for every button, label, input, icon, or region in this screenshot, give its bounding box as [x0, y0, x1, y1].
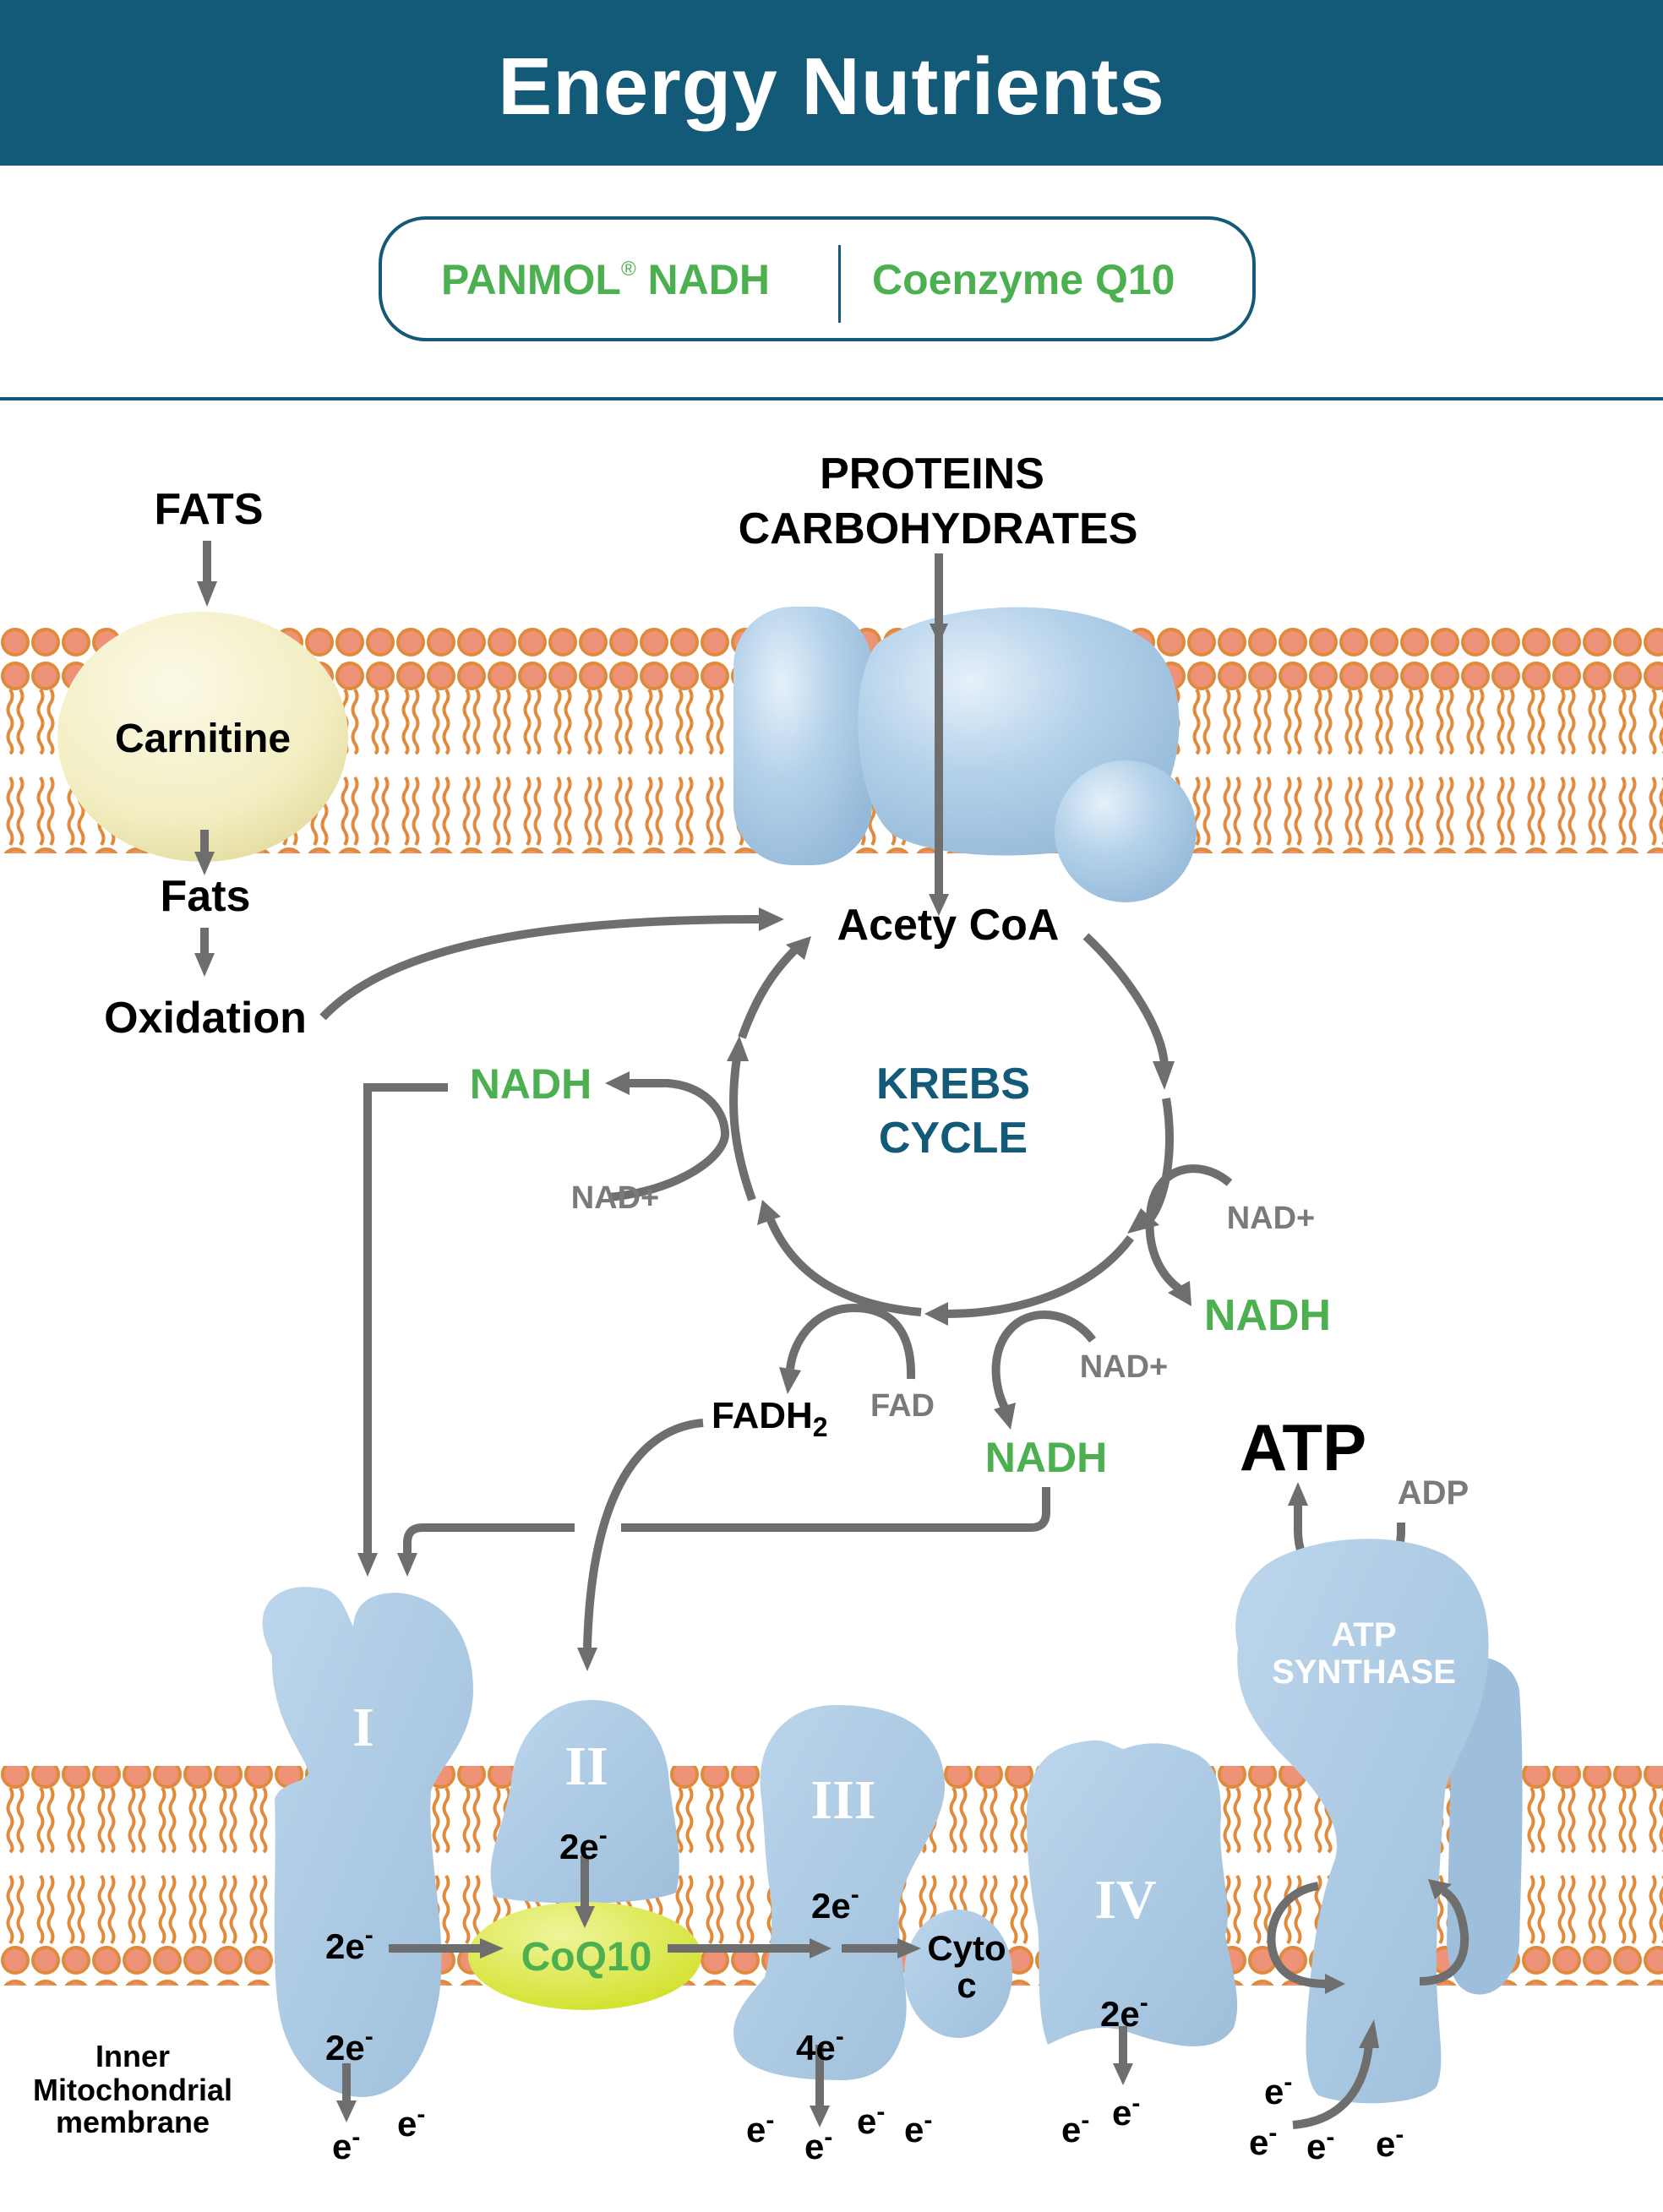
- nad-plus-bottom-label: NAD+: [1080, 1349, 1169, 1385]
- nutrient-pill: PANMOL® NADH Coenzyme Q10: [379, 216, 1256, 341]
- membrane-transport-protein: [733, 607, 1197, 902]
- coq10-to-complex-iii-arrow: [668, 1938, 832, 1959]
- complex-iii: [733, 1705, 946, 2080]
- fats-label: Fats: [161, 872, 251, 921]
- electron-e: e-: [1306, 2123, 1334, 2166]
- electron-e: e-: [857, 2098, 885, 2141]
- atp-synthase-label-line1: ATP: [1331, 1616, 1396, 1654]
- krebs-title-line2: CYCLE: [879, 1114, 1028, 1163]
- membrane-label-line1: Inner: [95, 2039, 170, 2073]
- electron-e: e-: [1249, 2119, 1277, 2162]
- cytochrome-c: [904, 1910, 1012, 2038]
- nad-plus-right-label: NAD+: [1227, 1201, 1316, 1236]
- cyto-label-line1: Cyto: [927, 1928, 1006, 1968]
- complex-iv-label: IV: [1094, 1869, 1156, 1931]
- header-banner: Energy Nutrients: [0, 0, 1663, 166]
- membrane-label-line2: Mitochondrial: [33, 2073, 232, 2107]
- fad-label: FAD: [870, 1388, 935, 1424]
- atp-synthase-label-line2: SYNTHASE: [1272, 1654, 1456, 1691]
- coq10-carrier: [468, 1902, 701, 2010]
- electron-e: e-: [397, 2100, 425, 2144]
- page-title: Energy Nutrients: [498, 41, 1165, 132]
- complex-iv: [1027, 1740, 1238, 2046]
- adp-label: ADP: [1398, 1474, 1469, 1512]
- nad-to-nadh-bottom-arrow: [991, 1310, 1097, 1430]
- acetyl-coa-label: Acety CoA: [837, 901, 1060, 950]
- fad-to-fadh2-arrow: [779, 1303, 916, 1394]
- membrane-label-line3: membrane: [56, 2105, 210, 2139]
- electron-e: e-: [1112, 2089, 1140, 2133]
- complex-ii-to-coq10-arrow: [575, 1855, 595, 1928]
- panmol-nadh-label: PANMOL® NADH: [441, 256, 770, 303]
- electron-e: e-: [904, 2106, 932, 2149]
- coq10-label: CoQ10: [521, 1935, 652, 1980]
- atp-synthase: [1235, 1539, 1523, 2104]
- section-divider: [0, 397, 1663, 400]
- nad-to-nadh-left-arrow: [605, 1071, 729, 1201]
- electron-label-ciii-bottom: 4e-: [796, 2023, 844, 2068]
- rotor-right-arrow: [1419, 1879, 1469, 1986]
- electron-label-ci-bottom: 2e-: [325, 2023, 373, 2068]
- krebs-title-line1: KREBS: [876, 1060, 1030, 1109]
- pill-divider: [838, 245, 841, 323]
- electron-label-cii: 2e-: [559, 1822, 608, 1866]
- fats-input-label: FATS: [154, 485, 263, 534]
- nad-to-nadh-right-arrow: [1145, 1164, 1233, 1306]
- nadh-bottom-label: NADH: [985, 1434, 1107, 1481]
- proteins-down-arrow: [929, 553, 949, 916]
- nad-plus-left-label: NAD+: [571, 1180, 660, 1216]
- complex-iv-out-arrow: [1113, 2026, 1133, 2085]
- fats-to-oxidation-arrow: [194, 928, 215, 977]
- proton-entry-arrow: [1292, 2019, 1379, 2129]
- carnitine-transporter: [57, 612, 348, 862]
- complex-i-out-arrow: [336, 2063, 357, 2122]
- nadh-right-label: NADH: [1204, 1291, 1331, 1340]
- atp-label: ATP: [1240, 1410, 1366, 1485]
- oxidation-to-acetyl-coa-arrow: [319, 907, 784, 1021]
- nadh-to-complex-i-arrow: [357, 1083, 448, 1577]
- cyto-label-line2: c: [957, 1965, 976, 2005]
- complex-iii-label: III: [810, 1769, 875, 1831]
- electron-e: e-: [1061, 2106, 1089, 2149]
- electron-label-ci-coq: 2e-: [325, 1921, 373, 1966]
- complex-ii-label: II: [564, 1735, 608, 1797]
- electron-label-civ: 2e-: [1100, 1989, 1148, 2034]
- fadh2-label: FADH2: [712, 1395, 828, 1442]
- complex-ii: [490, 1700, 679, 1904]
- carnitine-out-arrow: [194, 830, 215, 875]
- krebs-cycle-ring: [727, 933, 1175, 1326]
- oxidation-label: Oxidation: [104, 994, 307, 1043]
- complex-i: [262, 1587, 473, 2097]
- coenzyme-q10-label: Coenzyme Q10: [872, 256, 1175, 303]
- complex-i-to-coq10-arrow: [389, 1938, 504, 1959]
- fats-down-arrow: [197, 541, 217, 607]
- carbohydrates-label: CARBOHYDRATES: [739, 504, 1138, 553]
- proteins-label: PROTEINS: [820, 449, 1044, 499]
- electron-e: e-: [1264, 2068, 1292, 2111]
- nadh-left-label: NADH: [470, 1060, 592, 1108]
- electron-e: e-: [332, 2123, 360, 2166]
- fadh2-to-complex-ii-arrow: [577, 1419, 704, 1671]
- nadh-bottom-to-complex-i-arrow: [397, 1487, 1050, 1577]
- rotor-left-arrow: [1267, 1882, 1345, 1994]
- electron-e: e-: [804, 2123, 832, 2166]
- complex-i-label: I: [352, 1697, 374, 1758]
- electron-e: e-: [746, 2106, 774, 2149]
- electron-label-ciii: 2e-: [811, 1881, 859, 1926]
- carnitine-label: Carnitine: [115, 716, 291, 761]
- registered-mark: ®: [620, 258, 636, 281]
- electron-e: e-: [1376, 2121, 1404, 2164]
- complex-iii-out-arrow: [810, 2045, 830, 2128]
- complex-iii-to-cyto-c-arrow: [842, 1938, 921, 1959]
